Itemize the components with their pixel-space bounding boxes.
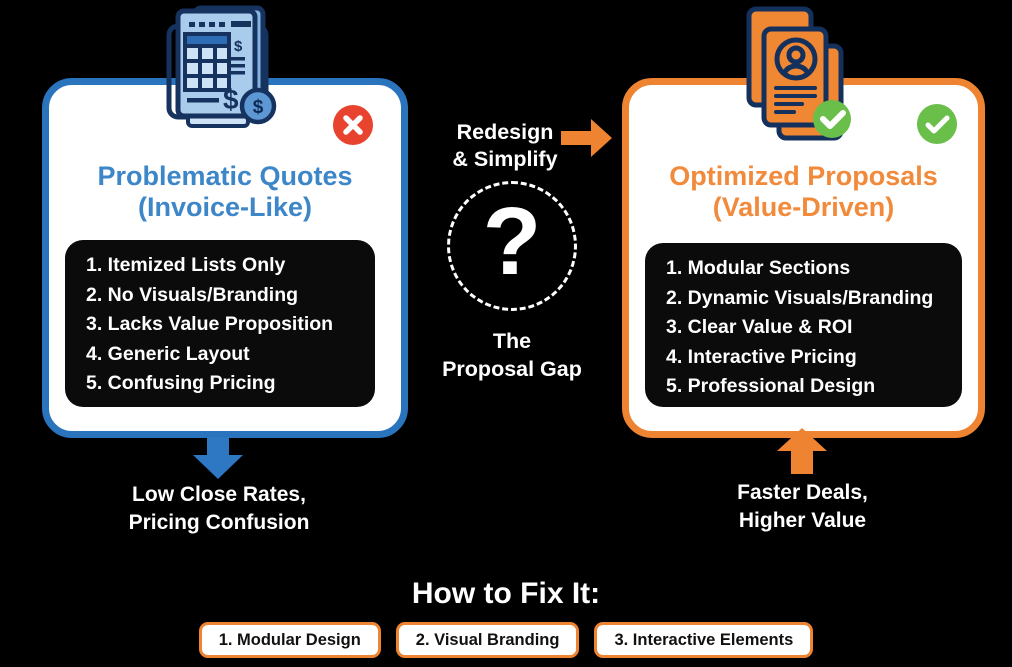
fix-button-modular-design: 1. Modular Design [198,622,381,658]
list-item: 5. Confusing Pricing [86,372,276,394]
list-item: 3. Clear Value & ROI [666,316,853,338]
list-item: 2. No Visuals/Branding [86,283,299,306]
svg-text:$: $ [253,97,264,118]
invoice-calculator-icon: $ $ $ [165,0,280,133]
svg-text:$: $ [234,38,243,55]
list-item: 5. Professional Design [666,375,876,397]
check-circle-icon [917,104,957,144]
list-item: 2. Dynamic Visuals/Branding [666,286,934,309]
arrow-right-icon [561,118,613,163]
list-item: 4. Interactive Pricing [666,345,857,368]
question-mark-circle-icon: ? [447,181,577,311]
gap-label-line2: Proposal Gap [442,357,582,381]
problematic-quotes-panel: Problematic Quotes (Invoice-Like) 1. Ite… [42,78,408,438]
transition-line1: Redesign [456,120,554,144]
arrow-up-icon [777,428,827,479]
right-panel-title-line2: (Value-Driven) [712,192,895,222]
transition-line2: & Simplify [452,147,558,171]
left-panel-title: Problematic Quotes (Invoice-Like) [49,161,401,223]
optimized-proposals-panel: Optimized Proposals (Value-Driven) 1. Mo… [622,78,985,438]
left-outcome-text: Low Close Rates, Pricing Confusion [94,481,344,537]
question-mark: ? [482,188,542,295]
footer-buttons-row: 1. Modular Design 2. Visual Branding 3. … [0,622,1012,658]
fix-button-visual-branding: 2. Visual Branding [395,622,580,658]
list-item: 1. Itemized Lists Only [86,254,286,276]
proposal-gap-label: The Proposal Gap [424,327,600,383]
left-panel-list: 1. Itemized Lists Only 2. No Visuals/Bra… [65,240,375,407]
transition-label: Redesign & Simplify [424,119,586,173]
left-panel-title-line2: (Invoice-Like) [137,192,313,222]
left-panel-title-line1: Problematic Quotes [97,161,353,191]
gap-label-line1: The [492,329,532,353]
right-panel-list: 1. Modular Sections 2. Dynamic Visuals/B… [645,243,962,407]
list-item: 3. Lacks Value Proposition [86,313,334,335]
x-circle-icon [333,105,373,145]
svg-text:$: $ [223,84,239,115]
footer-heading: How to Fix It: [411,577,601,610]
right-panel-title: Optimized Proposals (Value-Driven) [629,161,978,223]
left-outcome-line1: Low Close Rates, [132,483,306,506]
proposal-documents-icon [741,2,853,142]
arrow-down-icon [193,437,243,484]
right-outcome-text: Faster Deals, Higher Value [680,479,925,535]
right-outcome-line2: Higher Value [738,509,867,532]
fix-button-interactive-elements: 3. Interactive Elements [594,622,814,658]
right-panel-title-line1: Optimized Proposals [669,161,938,191]
right-outcome-line1: Faster Deals, [737,481,868,504]
list-item: 1. Modular Sections [666,257,851,279]
list-item: 4. Generic Layout [86,342,250,365]
left-outcome-line2: Pricing Confusion [128,511,310,534]
